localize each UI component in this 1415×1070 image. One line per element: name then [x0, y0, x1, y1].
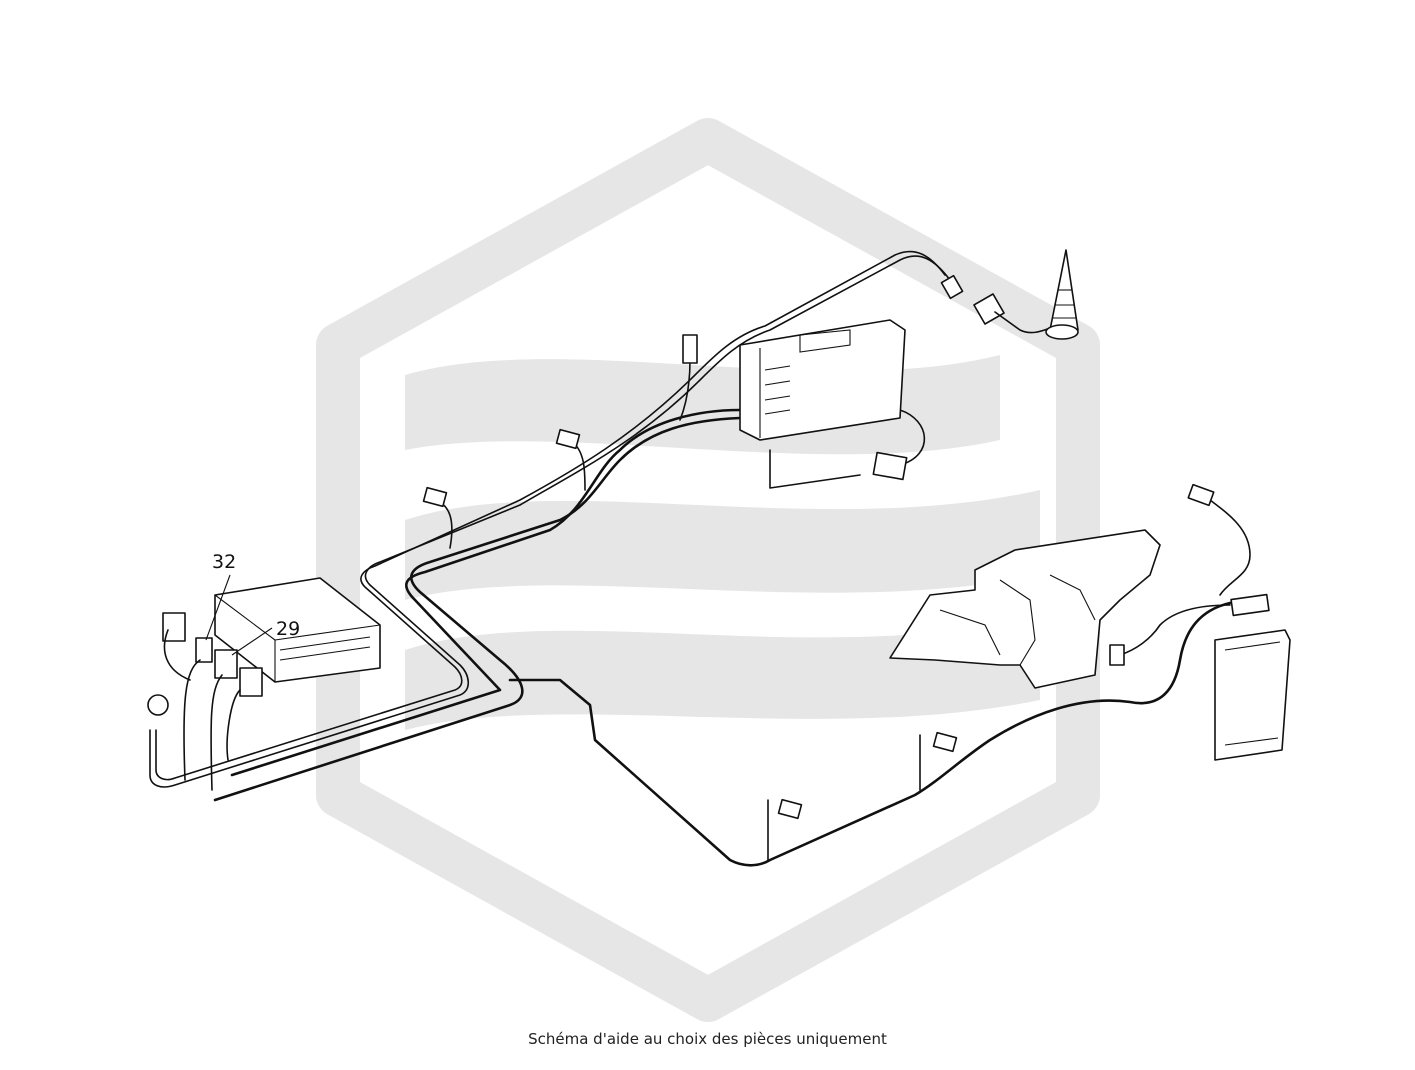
connectors: [422, 274, 1270, 820]
head-unit: [214, 577, 381, 683]
callout-32: 32: [205, 551, 236, 641]
mounting-bracket: [889, 529, 1161, 689]
floor-harness: [508, 499, 1251, 867]
diagram-caption: Schéma d'aide au choix des pièces unique…: [528, 1030, 887, 1048]
callout-label: 29: [276, 618, 300, 640]
callout-label: 32: [212, 551, 236, 573]
radio-module: [739, 319, 906, 441]
left-connectors: [147, 612, 263, 791]
amplifier-module: [1214, 629, 1291, 761]
watermark-logo: [316, 118, 1100, 1022]
antenna-icon: [994, 249, 1079, 340]
main-harness: [149, 250, 951, 802]
callout-29: 29: [231, 618, 300, 656]
